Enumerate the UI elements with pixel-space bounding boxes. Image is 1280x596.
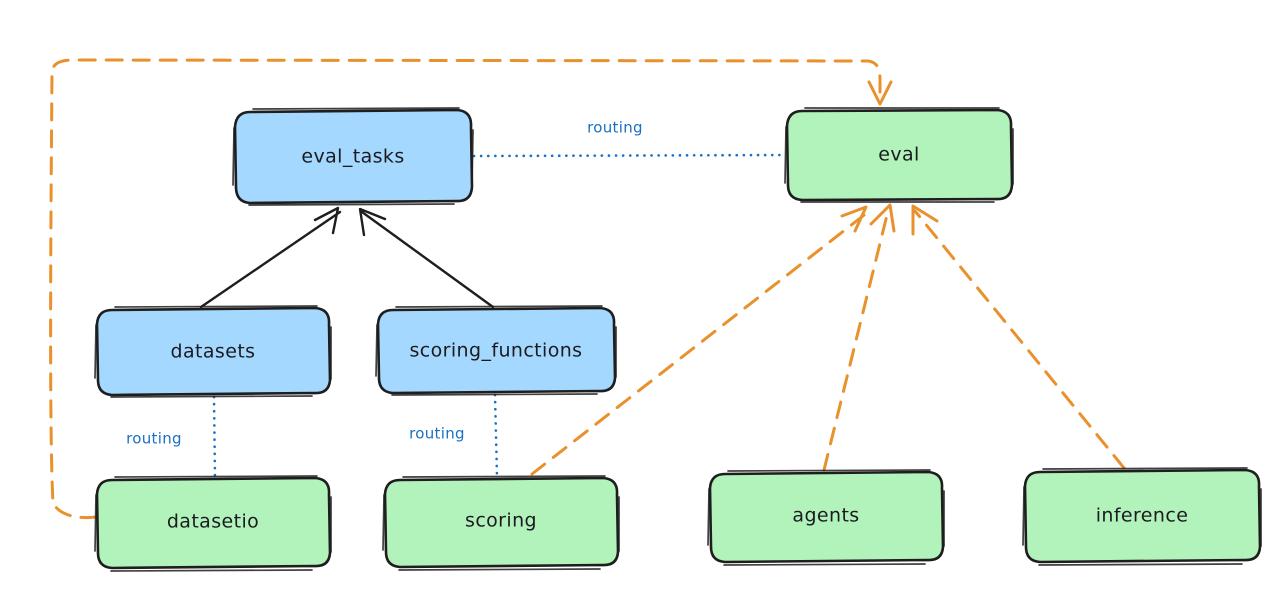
edge-group-dependencies (49, 58, 1126, 520)
edge-eval-tasks-to-eval[interactable] (472, 153, 788, 158)
node-datasets[interactable]: datasets (94, 305, 332, 398)
node-label-datasets: datasets (171, 341, 256, 363)
node-agents[interactable]: agents (707, 469, 945, 566)
node-eval[interactable]: eval (784, 107, 1014, 203)
edge-label-routing-datasetio: routing (126, 430, 182, 448)
node-label-datasetio: datasetio (167, 511, 259, 533)
node-label-agents: agents (792, 505, 859, 527)
node-scoring[interactable]: scoring (382, 475, 620, 571)
edge-scoring-functions-to-scoring[interactable] (493, 393, 499, 479)
edge-scoring-to-eval[interactable] (530, 205, 870, 476)
node-label-eval: eval (878, 144, 919, 166)
edge-datasetio-to-eval[interactable] (49, 58, 893, 520)
node-scoring-functions[interactable]: scoring_functions (375, 305, 617, 396)
edge-datasets-to-eval-tasks[interactable] (199, 206, 342, 309)
edge-scoring-functions-to-eval-tasks[interactable] (358, 207, 495, 309)
edge-group-routing (212, 153, 788, 480)
node-label-inference: inference (1096, 505, 1189, 527)
edge-agents-to-eval[interactable] (822, 203, 896, 472)
node-label-scoring-functions: scoring_functions (410, 340, 583, 362)
edge-inference-to-eval[interactable] (911, 204, 1126, 470)
node-label-eval-tasks: eval_tasks (301, 146, 404, 168)
node-label-scoring: scoring (465, 510, 537, 532)
node-datasetio[interactable]: datasetio (94, 475, 332, 572)
edge-datasets-to-datasetio[interactable] (212, 395, 217, 480)
edge-label-routing-scoring: routing (409, 425, 465, 443)
node-inference[interactable]: inference (1022, 467, 1262, 566)
edge-label-group: routing routing routing (126, 119, 643, 448)
node-eval-tasks[interactable]: eval_tasks (232, 107, 474, 206)
node-group: eval_tasks eval datasets scor (94, 107, 1262, 572)
edge-label-routing-eval: routing (587, 119, 643, 137)
edge-group-solid (199, 206, 495, 309)
